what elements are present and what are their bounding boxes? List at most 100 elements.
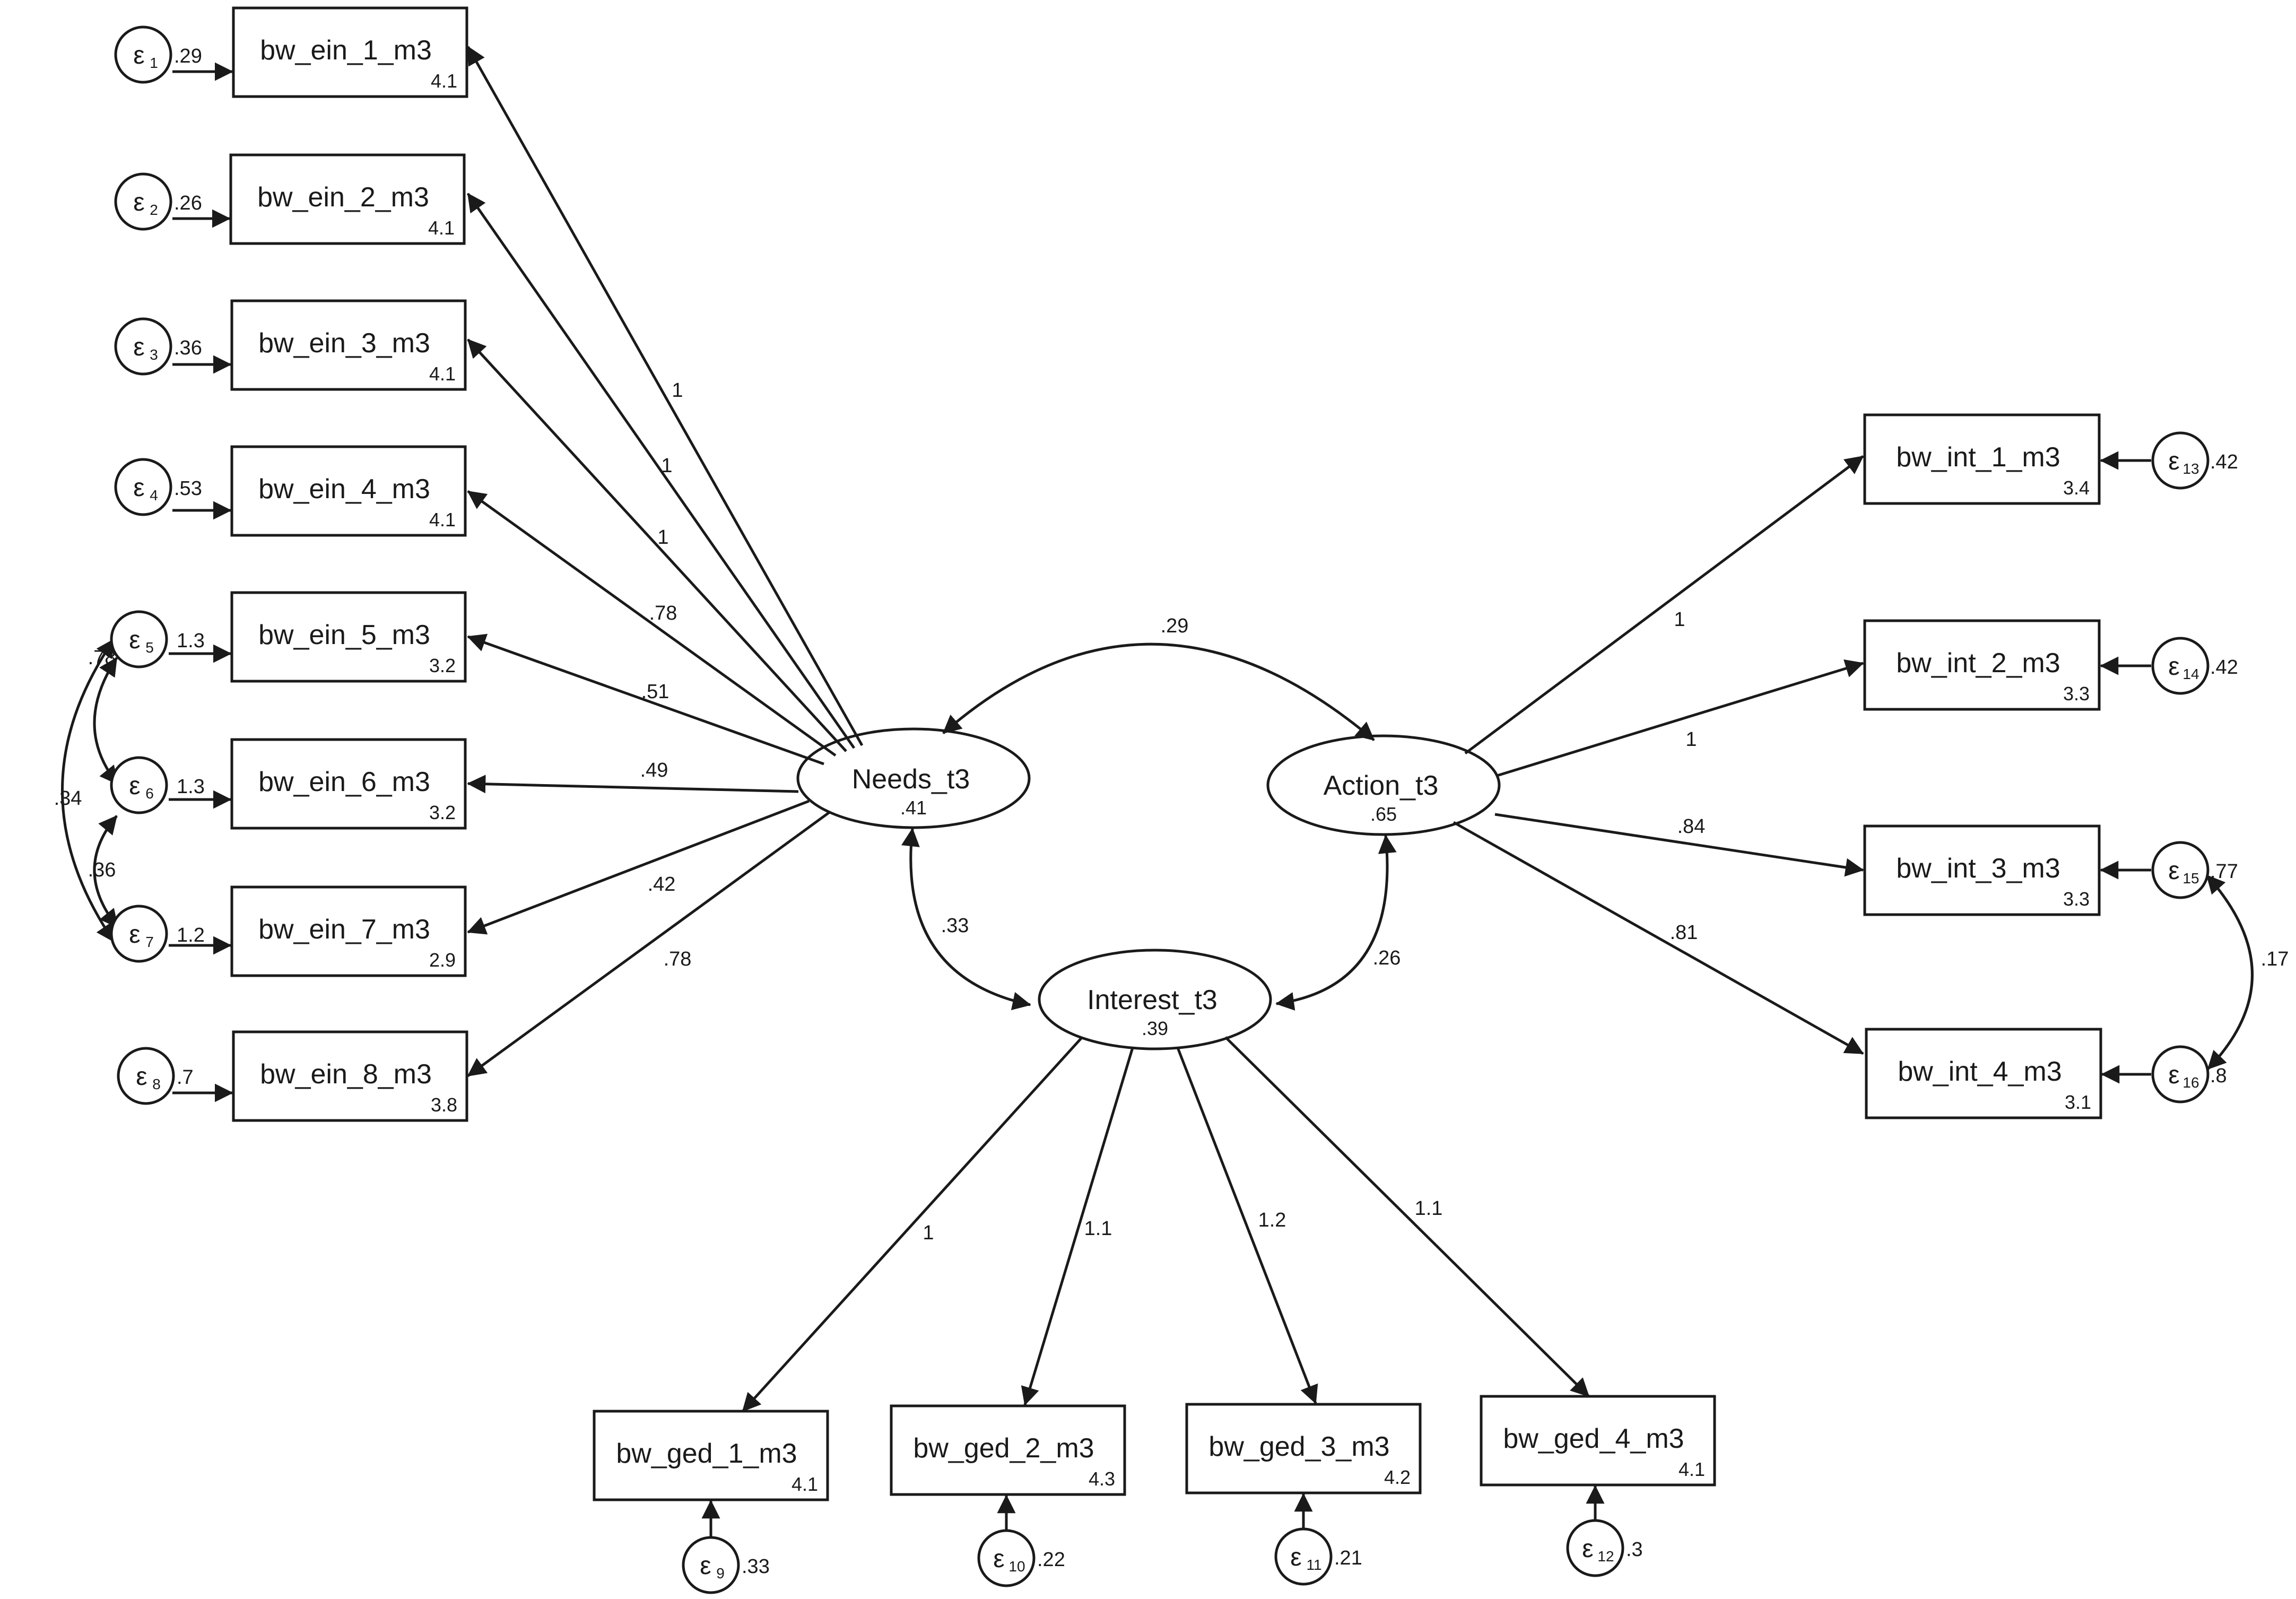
- error-arrows: [169, 62, 2151, 1539]
- epsilon-symbol: ε: [129, 626, 140, 654]
- error-node-e14: ε 14 .42: [2151, 637, 2238, 695]
- epsilon-symbol: ε: [129, 772, 140, 800]
- indicator-box: bw_int_4_m3 3.1: [1865, 1028, 2102, 1119]
- epsilon-symbol: ε: [2168, 447, 2179, 475]
- epsilon-symbol: ε: [700, 1552, 711, 1580]
- epsilon-symbol: ε: [1290, 1543, 1301, 1571]
- indicator-name: bw_ein_1_m3: [260, 35, 432, 66]
- indicator-intercept: 4.2: [1384, 1466, 1411, 1488]
- loading-ein-6: .49: [640, 759, 668, 781]
- error-index: 11: [1306, 1557, 1321, 1573]
- indicator-intercept: 4.1: [792, 1473, 818, 1495]
- indicator-name: bw_ged_4_m3: [1503, 1423, 1684, 1454]
- error-variance: .29: [174, 45, 202, 67]
- loading-ged-3: 1.2: [1258, 1209, 1286, 1231]
- error-node-e16: ε 16 .8: [2151, 1045, 2227, 1103]
- indicator-intercept: 4.1: [429, 509, 456, 531]
- error-variance: .7: [177, 1066, 194, 1089]
- error-node-e10: ε 10 .22: [977, 1529, 1065, 1587]
- error-node-e9: ε 9 .33: [682, 1536, 770, 1594]
- epsilon-symbol: ε: [136, 1063, 147, 1091]
- cov-action-interest: [1275, 835, 1397, 1011]
- indicator-box: bw_ged_2_m3 4.3: [890, 1404, 1126, 1496]
- error-node-e13: ε 13 .42: [2151, 431, 2238, 490]
- error-index: 1: [150, 55, 158, 71]
- epsilon-symbol: ε: [2168, 1061, 2179, 1089]
- error-index: 3: [150, 346, 158, 363]
- indicator-name: bw_int_2_m3: [1896, 648, 2060, 679]
- indicator-name: bw_ein_8_m3: [260, 1059, 432, 1090]
- error-index: 2: [150, 202, 158, 218]
- loading-ein-7: .42: [648, 873, 676, 896]
- error-variance: .42: [2210, 451, 2238, 473]
- latent-action-name: Action_t3: [1324, 770, 1439, 801]
- indicator-name: bw_int_4_m3: [1898, 1056, 2062, 1087]
- error-cov-e5-e7: .34: [54, 787, 82, 810]
- indicator-name: bw_ged_2_m3: [913, 1433, 1094, 1464]
- latent-interest: Interest_t3 .39: [1038, 949, 1272, 1050]
- loadings-action: [1453, 455, 1864, 1055]
- indicator-intercept: 4.1: [1678, 1458, 1705, 1480]
- indicator-intercept: 3.2: [429, 802, 456, 823]
- loading-int-3: .84: [1677, 815, 1706, 838]
- epsilon-symbol: ε: [2168, 857, 2179, 885]
- error-variance: 1.2: [177, 924, 205, 946]
- error-variance: .3: [1626, 1539, 1643, 1561]
- error-index: 6: [145, 785, 154, 802]
- indicator-name: bw_int_1_m3: [1896, 442, 2060, 473]
- error-index: 4: [150, 487, 158, 503]
- loading-ein-5: .51: [641, 681, 669, 703]
- indicator-name: bw_ged_1_m3: [616, 1438, 797, 1469]
- loading-ein-2: 1: [661, 455, 672, 477]
- indicator-box: bw_ein_2_m3 4.1: [229, 153, 466, 245]
- indicator-name: bw_ein_3_m3: [258, 328, 430, 359]
- loading-ein-4: .78: [649, 602, 677, 624]
- indicator-intercept: 3.1: [2065, 1091, 2091, 1113]
- error-index: 8: [152, 1076, 161, 1092]
- cov-needs-action-label: .29: [1161, 615, 1189, 637]
- latent-action-variance: .65: [1370, 803, 1397, 825]
- error-variance: .33: [742, 1555, 770, 1578]
- latent-needs-name: Needs_t3: [852, 764, 970, 795]
- indicator-intercept: 4.3: [1089, 1468, 1115, 1490]
- indicator-box: bw_ein_7_m3 2.9: [230, 885, 467, 977]
- error-node-e6: ε 6 1.3: [110, 756, 205, 814]
- cov-needs-interest: [901, 828, 1031, 1011]
- indicator-name: bw_ein_5_m3: [258, 620, 430, 650]
- indicator-name: bw_ein_6_m3: [258, 767, 430, 797]
- indicator-intercept: 4.1: [428, 217, 455, 239]
- error-variance: .8: [2210, 1065, 2227, 1087]
- latent-action: Action_t3 .65: [1266, 734, 1501, 836]
- error-node-e1: ε 1 .29: [114, 25, 202, 84]
- indicator-box: bw_ged_1_m3 4.1: [593, 1410, 829, 1501]
- error-node-e2: ε 2 .26: [114, 172, 202, 231]
- loading-ein-1: 1: [672, 379, 683, 402]
- indicator-intercept: 3.4: [2063, 477, 2090, 499]
- indicator-intercept: 4.1: [431, 70, 457, 92]
- error-index: 13: [2182, 460, 2199, 477]
- error-covariances: [61, 638, 2254, 1070]
- loading-ged-1: 1: [923, 1222, 934, 1244]
- error-variance: 1.3: [177, 630, 205, 652]
- indicator-name: bw_ged_3_m3: [1208, 1431, 1389, 1462]
- indicator-name: bw_ein_4_m3: [258, 474, 430, 505]
- error-cov-e15-e16: .17: [2261, 948, 2289, 970]
- indicator-intercept: 4.1: [429, 363, 456, 385]
- error-index: 15: [2182, 870, 2199, 887]
- indicator-box: bw_int_3_m3 3.3: [1863, 824, 2101, 916]
- error-variance: 1.3: [177, 776, 205, 798]
- error-variance: .53: [174, 477, 202, 500]
- indicator-box: bw_ein_4_m3 4.1: [230, 445, 467, 537]
- error-node-e15: ε 15 .77: [2151, 841, 2238, 899]
- indicator-box: bw_int_2_m3 3.3: [1863, 619, 2101, 711]
- indicator-name: bw_int_3_m3: [1896, 853, 2060, 884]
- error-node-e3: ε 3 .36: [114, 317, 202, 376]
- error-index: 14: [2182, 666, 2199, 682]
- cov-action-interest-label: .26: [1373, 947, 1401, 969]
- error-cov-e6-e7: .36: [88, 859, 116, 881]
- epsilon-symbol: ε: [133, 474, 144, 502]
- loading-int-1: 1: [1674, 609, 1685, 631]
- error-variance: .21: [1334, 1547, 1362, 1569]
- indicator-box: bw_ein_6_m3 3.2: [230, 738, 467, 830]
- error-index: 10: [1008, 1558, 1025, 1575]
